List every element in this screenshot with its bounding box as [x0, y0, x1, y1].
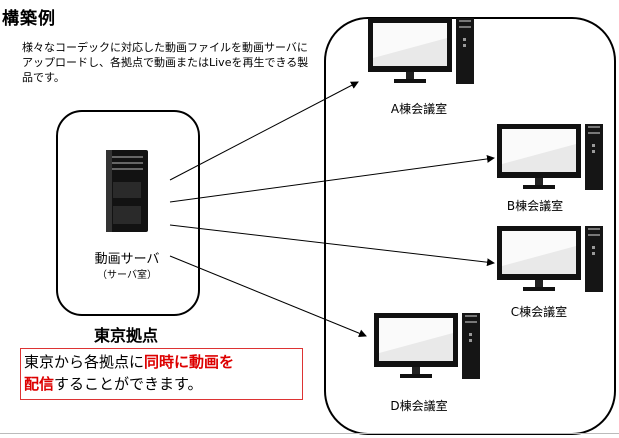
note-frame	[20, 348, 303, 400]
note-part2: することができます。	[54, 375, 203, 393]
description-text: 様々なコーデックに対応した動画ファイルを動画サーバにアップロードし、各拠点で動画…	[22, 41, 309, 84]
monitor-icon-d	[374, 313, 480, 379]
arrow-to-room-c	[169, 224, 495, 267]
monitor-icon-c	[497, 226, 603, 292]
room-label-b: B棟会議室	[506, 199, 564, 213]
arrow-to-room-b	[169, 154, 495, 203]
arrow-to-room-a	[169, 81, 359, 181]
note-highlight1: 同時に動画を	[144, 353, 235, 371]
arrow-to-room-d	[169, 255, 367, 338]
room-label-d: D棟会議室	[390, 399, 448, 413]
note-part1: 東京から各拠点に	[24, 353, 145, 371]
room-label-c: C棟会議室	[510, 305, 568, 319]
note-highlight2: 配信	[24, 375, 55, 393]
bottom-divider	[0, 433, 619, 434]
tokyo-site-frame	[56, 110, 200, 316]
monitor-icon-b	[497, 124, 603, 190]
tokyo-site-label: 東京拠点	[93, 326, 158, 345]
note-text: 東京から各拠点に同時に動画を 配信することができます。	[24, 351, 302, 395]
monitor-icon-a	[368, 18, 474, 84]
server-icon	[106, 150, 148, 232]
server-sublabel: （サーバ室）	[97, 270, 157, 281]
page-title: 構築例	[2, 9, 56, 29]
server-label: 動画サーバ	[94, 252, 160, 267]
room-label-a: A棟会議室	[390, 102, 448, 116]
